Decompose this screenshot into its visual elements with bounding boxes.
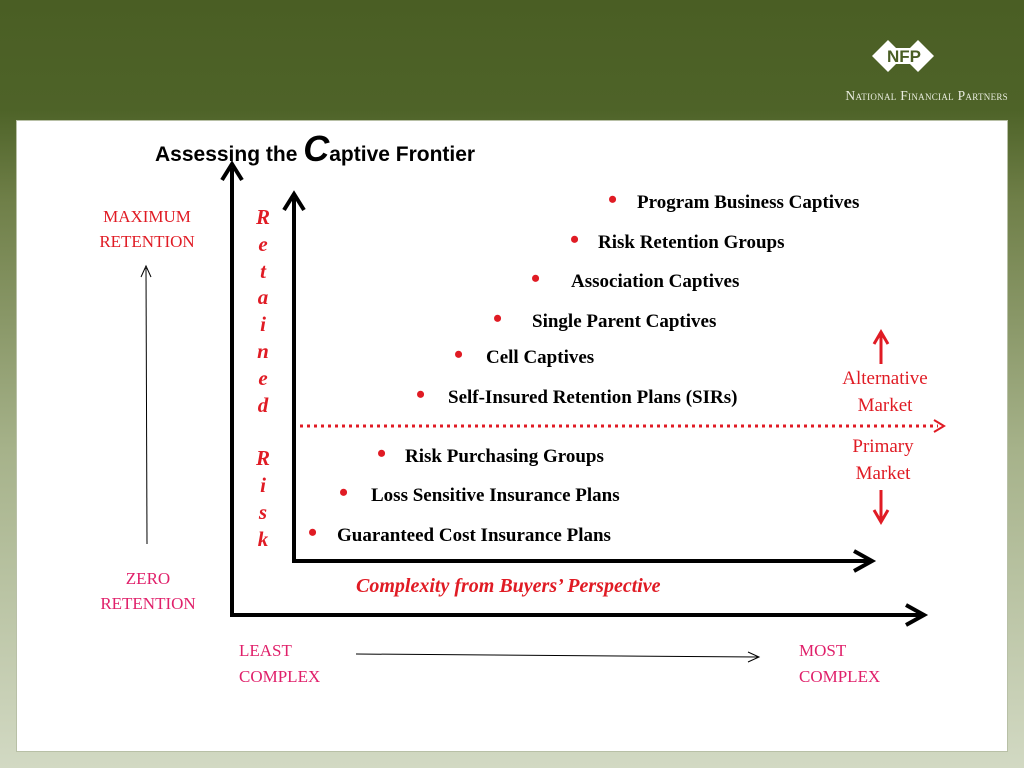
most-line2: COMPLEX bbox=[799, 667, 881, 686]
list-item: • bbox=[308, 520, 317, 546]
vlabel-char: n bbox=[257, 338, 269, 363]
vlabel-char: d bbox=[257, 392, 269, 417]
company-name: National Financial Partners bbox=[845, 88, 1008, 103]
item-risk-purchasing-groups: Risk Purchasing Groups bbox=[405, 446, 604, 467]
vlabel-char: i bbox=[260, 472, 266, 497]
alt-market-arrowhead bbox=[872, 329, 890, 345]
list-item: • bbox=[416, 382, 425, 408]
vlabel-char: k bbox=[257, 526, 269, 551]
vlabel-char: s bbox=[258, 499, 268, 524]
alt-line1: Alternative bbox=[842, 368, 928, 389]
list-item: • bbox=[339, 480, 348, 506]
bullet-icon: • bbox=[339, 478, 349, 507]
slide-panel bbox=[16, 120, 1008, 752]
least-line1: LEAST bbox=[239, 641, 292, 660]
alternative-market-label: Alternative Market bbox=[824, 365, 946, 419]
item-program-business-captives: Program Business Captives bbox=[637, 192, 860, 213]
nfp-logo: NFP National Financial Partners bbox=[845, 38, 1012, 108]
list-item: • bbox=[531, 266, 540, 292]
vlabel-char: i bbox=[260, 312, 266, 337]
title-prefix: Assessing the bbox=[155, 143, 304, 166]
primary-market-arrowhead bbox=[872, 509, 890, 525]
bullet-icon: • bbox=[608, 185, 618, 214]
item-cell-captives: Cell Captives bbox=[486, 347, 595, 368]
vlabel-char: R bbox=[255, 446, 270, 471]
x-axis-label: Complexity from Buyers’ Perspective bbox=[356, 575, 661, 597]
complexity-arrowhead bbox=[747, 651, 761, 663]
item-risk-retention-groups: Risk Retention Groups bbox=[598, 232, 785, 253]
vlabel-char: e bbox=[258, 365, 268, 390]
item-guaranteed-cost-plans: Guaranteed Cost Insurance Plans bbox=[337, 525, 611, 546]
bullet-icon: • bbox=[308, 518, 318, 547]
list-item: • bbox=[493, 306, 502, 332]
vlabel-char: a bbox=[257, 285, 269, 310]
maximum-retention-label: MAXIMUM RETENTION bbox=[80, 204, 214, 254]
logo-letters: NFP bbox=[887, 47, 921, 66]
item-loss-sensitive-plans: Loss Sensitive Insurance Plans bbox=[371, 485, 620, 506]
zero-line1: ZERO bbox=[125, 569, 171, 588]
title-suffix: aptive Frontier bbox=[329, 143, 476, 166]
item-association-captives: Association Captives bbox=[571, 271, 740, 292]
outer-x-arrowhead bbox=[905, 603, 929, 627]
vlabel-char: e bbox=[258, 231, 268, 256]
primary-line1: Primary bbox=[852, 436, 914, 457]
market-divider-arrowhead bbox=[933, 419, 946, 433]
max-line2: RETENTION bbox=[99, 232, 195, 251]
item-sirs: Self-Insured Retention Plans (SIRs) bbox=[448, 387, 738, 408]
list-item: • bbox=[608, 187, 617, 213]
retention-arrow bbox=[145, 267, 148, 545]
max-line1: MAXIMUM bbox=[103, 207, 191, 226]
bullet-icon: • bbox=[570, 225, 580, 254]
outer-y-arrowhead bbox=[220, 160, 244, 182]
inner-y-arrowhead bbox=[282, 190, 306, 212]
least-line2: COMPLEX bbox=[239, 667, 321, 686]
bullet-icon: • bbox=[454, 340, 464, 369]
alt-line2: Market bbox=[857, 395, 913, 416]
retention-arrowhead bbox=[140, 264, 152, 278]
list-item: • bbox=[377, 441, 386, 467]
vlabel-char: t bbox=[260, 258, 266, 283]
zero-line2: RETENTION bbox=[100, 594, 196, 613]
nfp-logo-mark: NFP bbox=[872, 40, 934, 72]
vlabel-char: R bbox=[255, 205, 270, 229]
most-complex-label: MOST COMPLEX bbox=[799, 638, 880, 690]
bullet-icon: • bbox=[416, 380, 426, 409]
list-item: • bbox=[570, 227, 579, 253]
least-complex-label: LEAST COMPLEX bbox=[239, 638, 320, 690]
inner-x-arrowhead bbox=[853, 549, 877, 573]
item-single-parent-captives: Single Parent Captives bbox=[532, 311, 717, 332]
bullet-icon: • bbox=[493, 304, 503, 333]
vlabel-gap bbox=[252, 418, 274, 445]
primary-line2: Market bbox=[855, 463, 911, 484]
slide-title: Assessing the Captive Frontier bbox=[155, 131, 476, 167]
primary-market-label: Primary Market bbox=[824, 433, 942, 487]
complexity-arrow bbox=[355, 653, 759, 658]
zero-retention-label: ZERO RETENTION bbox=[80, 566, 216, 616]
most-line1: MOST bbox=[799, 641, 847, 660]
retained-risk-label: R e t a i n e d R i s k bbox=[252, 204, 274, 552]
bullet-icon: • bbox=[377, 439, 387, 468]
list-item: • bbox=[454, 342, 463, 368]
title-big-letter: C bbox=[303, 128, 330, 169]
bullet-icon: • bbox=[531, 264, 541, 293]
